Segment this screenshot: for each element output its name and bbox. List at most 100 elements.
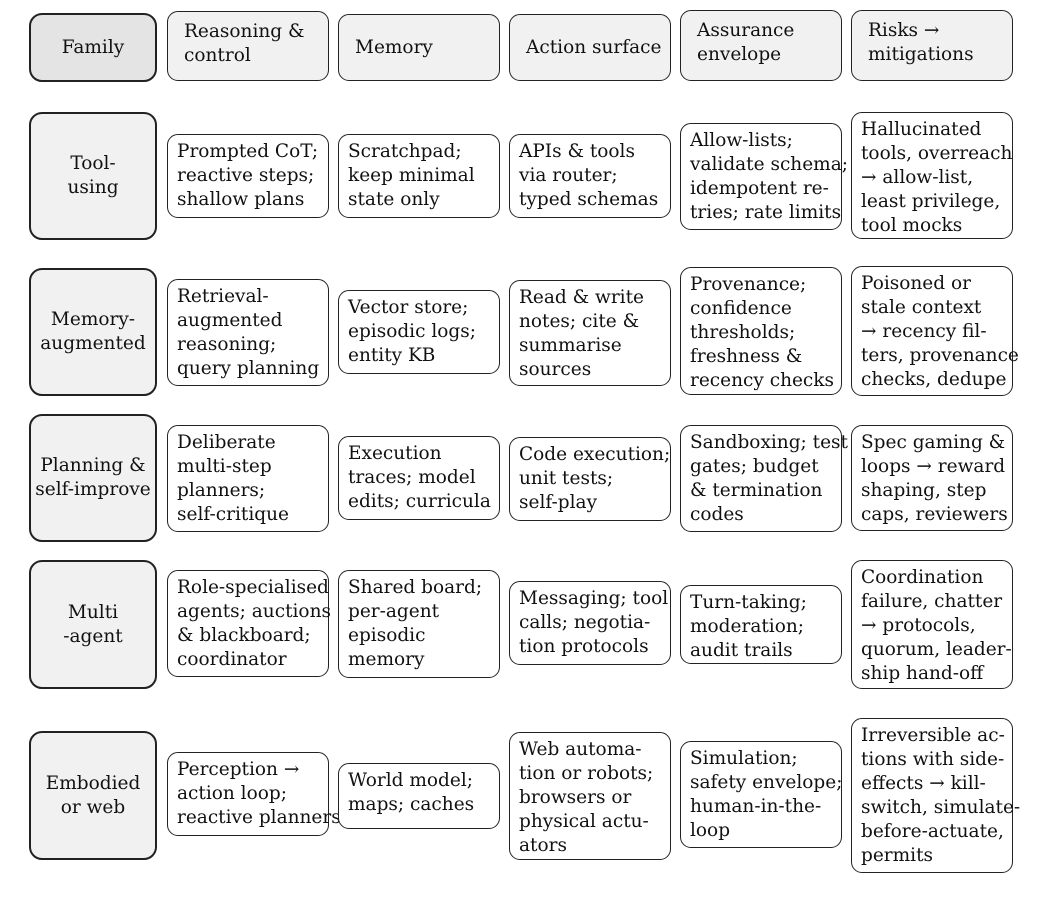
family-label-line: -agent xyxy=(63,625,123,647)
column-header-reasoning: Reasoning &control xyxy=(167,11,329,81)
cell-risks-line: tool mocks xyxy=(861,215,963,236)
column-header-risks-line: Risks → xyxy=(868,20,940,41)
family-label-line: Multi xyxy=(67,601,119,623)
cell-risks-line: tools, overreach xyxy=(861,143,1013,164)
family-label: Multi-agent xyxy=(63,601,122,649)
cell-assurance-line: gates; budget xyxy=(690,456,819,477)
cell-risks-line: switch, simulate- xyxy=(861,797,1021,818)
cell-risks-line: ship hand-off xyxy=(861,663,984,684)
cell-reasoning-line: Retrieval- xyxy=(177,286,269,307)
cell-risks-line: Coordination xyxy=(861,567,984,588)
cell-assurance-line: Allow-lists; xyxy=(690,130,793,151)
cell-memory-line: Scratchpad; xyxy=(348,141,462,162)
cell-assurance-line: Provenance; xyxy=(690,274,807,295)
cell-assurance-line: freshness & xyxy=(690,346,803,367)
cell-memory-line: World model; xyxy=(348,770,474,791)
cell-assurance: Simulation; safety envelope; human-in-the-… xyxy=(680,741,842,848)
family-box: Multi-agent xyxy=(29,560,157,689)
family-header-label: Family xyxy=(61,36,125,58)
column-header-reasoning-line: control xyxy=(184,45,251,66)
cell-assurance-line: confidence xyxy=(690,298,792,319)
cell-reasoning-line: Deliberate xyxy=(177,432,276,453)
cell-risks: Irreversible ac-tions with side-effects … xyxy=(851,718,1021,873)
cell-assurance: Turn-taking;moderation;audit trails xyxy=(680,585,842,664)
family-label-line: using xyxy=(67,177,119,198)
cell-risks-line: Spec gaming & xyxy=(861,432,1006,453)
cell-risks-line: Hallucinated xyxy=(861,119,982,140)
cell-action: Read & write notes; cite & summarise source… xyxy=(509,280,671,386)
cell-memory-line: keep minimal xyxy=(348,165,475,186)
cell-risks-line: ters, provenance xyxy=(861,345,1019,366)
cell-risks-line: → allow-list, xyxy=(861,167,974,188)
cell-reasoning-line: agents; auctions xyxy=(177,601,331,622)
cell-reasoning-line: Perception → xyxy=(177,759,300,780)
family-box: Planning &self-improve xyxy=(29,414,157,542)
cell-memory-line: traces; model xyxy=(348,467,476,488)
column-header-assurance-line: envelope xyxy=(697,44,782,65)
cell-reasoning-line: query planning xyxy=(177,358,320,379)
cell-risks-line: quorum, leader- xyxy=(861,639,1012,660)
cell-action-line: Read & write xyxy=(519,287,644,308)
cell-risks-line: caps, reviewers xyxy=(861,504,1008,525)
cell-memory-line: Shared board; xyxy=(348,577,483,598)
column-header-assurance: Assurance envelope xyxy=(680,10,842,81)
column-header-risks: Risks →mitigations xyxy=(851,10,1013,81)
cell-memory-line: Vector store; xyxy=(348,297,469,318)
cell-memory-line: edits; curricula xyxy=(348,491,491,512)
cell-action-line: Messaging; tool xyxy=(519,588,669,609)
family-box: Memory-augmented xyxy=(29,268,157,396)
cell-assurance-line: safety envelope; xyxy=(690,772,843,793)
cell-action-line: summarise xyxy=(519,335,622,356)
cell-memory-line: entity KB xyxy=(348,345,436,366)
cell-assurance-line: tries; rate limits xyxy=(690,202,842,223)
cell-reasoning-line: multi-step xyxy=(177,456,272,477)
cell-action-line: notes; cite & xyxy=(519,311,640,332)
cell-reasoning-line: reactive steps; xyxy=(177,165,315,186)
cell-reasoning-line: action loop; xyxy=(177,783,287,804)
cell-memory-line: maps; caches xyxy=(348,794,475,815)
cell-action-line: sources xyxy=(519,359,592,380)
cell-reasoning-line: reactive planners xyxy=(177,807,341,828)
cell-assurance-line: Simulation; xyxy=(690,748,798,769)
cell-assurance-line: validate schema; xyxy=(690,154,848,175)
cell-assurance-line: moderation; xyxy=(690,616,804,637)
cell-risks-line: → protocols, xyxy=(861,615,976,636)
column-header-action-line: Action surface xyxy=(526,36,662,58)
column-header-memory: Memory xyxy=(338,14,500,81)
cell-assurance-line: codes xyxy=(690,504,744,525)
cell-memory: Vector store;episodic logs;entity KB xyxy=(338,290,500,374)
cell-assurance-line: & termination xyxy=(690,480,823,501)
cell-reasoning-line: Prompted CoT; xyxy=(177,141,319,162)
cell-risks: Hallucinated tools, overreach → allow-list… xyxy=(851,112,1013,239)
cell-risks-line: effects → kill- xyxy=(861,773,986,794)
family-box: Tool-using xyxy=(29,112,157,240)
cell-risks-line: loops → reward xyxy=(861,456,1006,477)
cell-action-line: Web automa- xyxy=(519,739,642,760)
cell-risks-line: Irreversible ac- xyxy=(861,725,1005,746)
cell-reasoning-line: planners; xyxy=(177,480,266,501)
cell-reasoning-line: & blackboard; xyxy=(177,625,311,646)
family-label-line: Planning & xyxy=(40,455,146,476)
family-label: Memory-augmented xyxy=(40,308,145,356)
family-header-box: Family xyxy=(29,13,157,82)
cell-assurance: Provenance; confidence thresholds; freshnes… xyxy=(680,267,842,395)
cell-risks-line: tions with side- xyxy=(861,749,1005,770)
cell-assurance-line: human-in-the- xyxy=(690,796,822,817)
family-label-line: augmented xyxy=(40,333,146,354)
cell-action-line: APIs & tools xyxy=(519,141,635,162)
cell-reasoning: Perception → action loop; reactive planner… xyxy=(167,752,341,836)
cell-assurance-line: thresholds; xyxy=(690,322,796,343)
cell-assurance-line: loop xyxy=(690,820,731,841)
cell-risks-line: Poisoned or xyxy=(861,273,971,294)
cell-action-line: Code execution; xyxy=(519,444,671,465)
column-header-assurance-line: Assurance xyxy=(697,20,795,41)
